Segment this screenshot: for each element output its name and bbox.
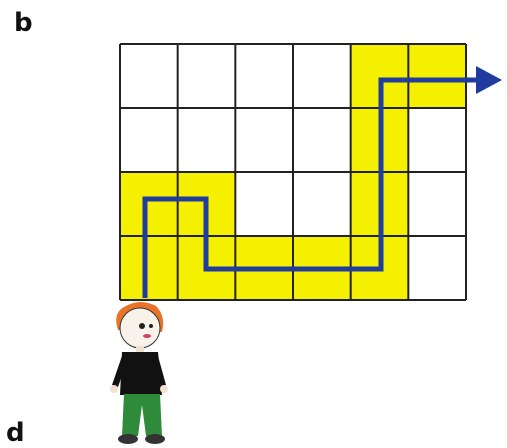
- arrow-right-icon: [476, 66, 502, 94]
- highlighted-cell: [408, 44, 466, 108]
- child-figure-icon: [110, 302, 168, 444]
- highlighted-cell: [120, 236, 178, 300]
- highlighted-cell: [120, 172, 178, 236]
